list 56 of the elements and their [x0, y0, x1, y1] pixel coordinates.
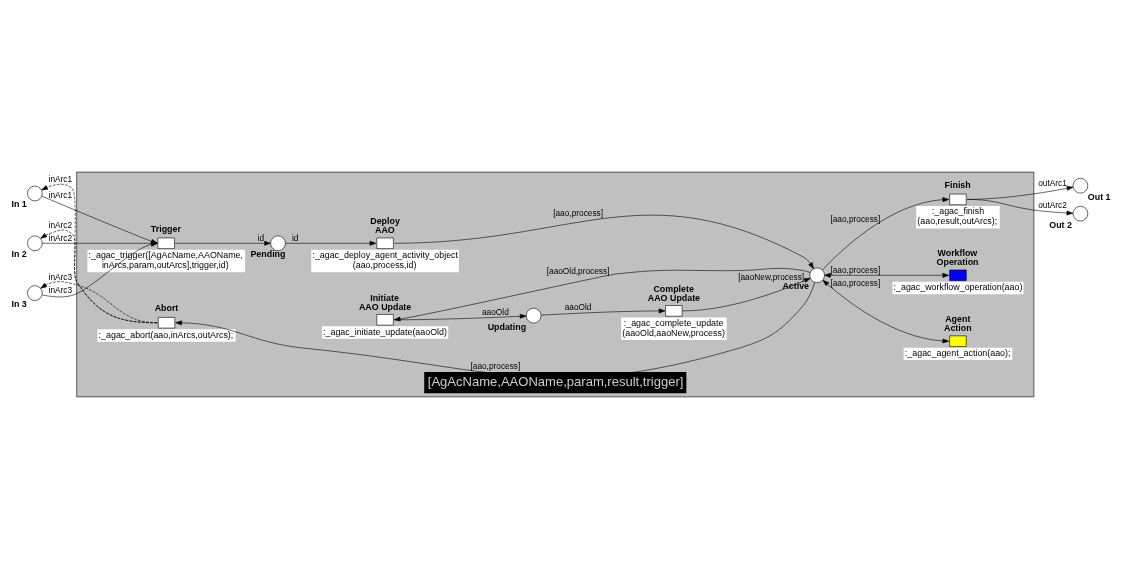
arrow [393, 267, 811, 321]
arrow [393, 313, 527, 320]
node-circle [1072, 177, 1089, 193]
arrow [175, 281, 815, 378]
node-label: In 3 [11, 298, 27, 309]
arrow [174, 240, 271, 246]
edge-label: [aao,process] [553, 207, 604, 218]
node-label: Active [782, 280, 810, 291]
node-label: Workflow Operation [936, 247, 979, 267]
node-circle [270, 235, 286, 251]
node-label: Out 2 [1049, 219, 1072, 230]
node-label: Deploy AAO [370, 215, 400, 235]
edge-label: [aao,process] [830, 264, 881, 275]
edge-label: inArc2 [48, 232, 73, 243]
arrow [285, 240, 377, 246]
node-circle [27, 235, 43, 251]
edge-label: [aaoOld,process] [546, 265, 610, 276]
edge-label: [aao,process] [470, 360, 521, 371]
node-circle [27, 284, 43, 301]
arrow [822, 279, 950, 343]
edge-label: outArc2 [1038, 199, 1067, 210]
node-label: Initiate AAO Update [358, 292, 412, 312]
edge-label: inArc3 [48, 271, 73, 282]
arrow [40, 280, 158, 323]
node-circle [525, 307, 542, 323]
edge-label: [aao,process] [830, 213, 881, 224]
edge-label: outArc1 [1038, 177, 1067, 188]
arrow [393, 214, 814, 269]
node-label: Pending [250, 248, 286, 259]
node-circle [27, 185, 43, 201]
node-label: Trigger [150, 223, 181, 234]
node-label: Abort [154, 302, 179, 313]
edge-label: inArc2 [48, 219, 73, 230]
edge-label: aaoOld [481, 306, 509, 317]
arrow [824, 272, 950, 278]
node-label: In 2 [11, 248, 27, 259]
node-circle [809, 267, 825, 283]
node-label: Agent Action [944, 313, 972, 333]
arrow [822, 196, 950, 270]
edge-label: inArc1 [48, 189, 73, 200]
node-label: Updating [487, 321, 527, 332]
node-label: Complete AAO Update [647, 283, 701, 303]
edge-label: aaoOld [564, 301, 592, 312]
edge-label: inArc1 [48, 173, 73, 184]
arrow [966, 198, 1074, 215]
edge-label: id [257, 232, 265, 243]
node-label: Out 1 [1087, 191, 1111, 202]
node-label: Finish [944, 179, 971, 190]
arrow [541, 308, 666, 315]
edge-label: id [291, 232, 299, 243]
arrow [682, 277, 811, 311]
node-label: In 1 [11, 198, 27, 209]
edge-label: [aaoNew,process] [738, 271, 805, 282]
node-circle [1072, 205, 1089, 221]
edge-label: inArc3 [48, 284, 73, 295]
edge-label: [aao,process] [830, 277, 881, 288]
